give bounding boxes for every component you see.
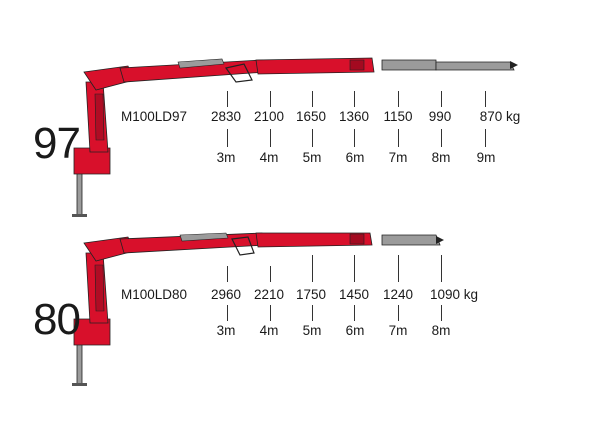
distance-7m: 7m — [388, 323, 408, 338]
load-5m: 1750 — [295, 287, 327, 302]
tick-lower-6m — [354, 129, 355, 147]
boom-tip — [436, 236, 444, 244]
boom-tip — [510, 61, 518, 69]
tick-7m — [398, 255, 399, 282]
tick-8m — [441, 255, 442, 282]
extension-1 — [381, 234, 441, 246]
tick-lower-5m — [312, 305, 313, 321]
load-6m: 1450 — [338, 287, 370, 302]
distance-8m: 8m — [431, 323, 451, 338]
tick-lower-4m — [270, 305, 271, 321]
tick-4m — [270, 266, 271, 282]
tick-lower-8m — [441, 129, 442, 147]
load-6m: 1360 — [338, 109, 370, 124]
support-foot — [72, 214, 87, 217]
tick-lower-4m — [270, 129, 271, 147]
distance-4m: 4m — [259, 150, 279, 165]
tick-3m — [227, 91, 228, 107]
load-7m: 1150 — [383, 109, 413, 124]
distance-3m: 3m — [216, 323, 236, 338]
crane-panel-97: 97 M100LD97 2830 2100 1650 1360 1150 990… — [0, 48, 600, 238]
tick-lower-3m — [227, 305, 228, 321]
support-leg — [76, 167, 83, 217]
distance-6m: 6m — [345, 323, 365, 338]
distance-7m: 7m — [388, 150, 408, 165]
crane-panel-80: 80 M100LD80 2960 2210 1750 1450 1240 109… — [0, 225, 600, 415]
distance-9m: 9m — [476, 150, 496, 165]
load-5m: 1650 — [295, 109, 327, 124]
outer-boom-end — [349, 59, 365, 71]
column-cylinder — [94, 264, 105, 312]
tick-6m — [354, 91, 355, 107]
tick-lower-6m — [354, 305, 355, 321]
outer-boom-end — [349, 233, 365, 245]
load-7m: 1240 — [382, 287, 414, 302]
support-foot — [72, 383, 87, 386]
column-cylinder — [94, 93, 105, 141]
distance-8m: 8m — [431, 150, 451, 165]
model-name: M100LD80 — [121, 287, 188, 302]
crane-illustration-97 — [72, 57, 518, 217]
tick-5m — [312, 91, 313, 107]
tick-6m — [354, 255, 355, 282]
boom-linkage — [231, 236, 255, 256]
distance-4m: 4m — [259, 323, 279, 338]
extension-1 — [381, 59, 437, 71]
load-9m: 870 kg — [479, 109, 521, 124]
load-8m: 1090 kg — [429, 287, 479, 302]
tick-7m — [398, 91, 399, 107]
tick-lower-9m — [485, 129, 486, 147]
load-3m: 2960 — [210, 287, 242, 302]
crane-illustration-80 — [72, 232, 444, 386]
tick-4m — [270, 91, 271, 107]
distance-5m: 5m — [302, 150, 322, 165]
load-4m: 2210 — [253, 287, 285, 302]
outer-boom — [255, 232, 373, 248]
distance-5m: 5m — [302, 323, 322, 338]
tick-lower-7m — [398, 129, 399, 147]
tick-lower-7m — [398, 305, 399, 321]
tick-lower-8m — [441, 305, 442, 321]
outer-boom — [255, 57, 375, 75]
distance-3m: 3m — [216, 150, 236, 165]
model-name: M100LD97 — [121, 109, 188, 124]
tick-8m — [441, 91, 442, 107]
boom-linkage — [224, 63, 253, 83]
tick-lower-3m — [227, 129, 228, 147]
distance-6m: 6m — [345, 150, 365, 165]
load-3m: 2830 — [210, 109, 242, 124]
load-8m: 990 — [428, 109, 452, 124]
model-number: 80 — [33, 295, 81, 344]
model-number: 97 — [33, 119, 81, 168]
extension-2 — [435, 61, 515, 71]
load-4m: 2100 — [253, 109, 285, 124]
main-cylinder — [179, 232, 229, 242]
tick-5m — [312, 255, 313, 282]
tick-9m — [485, 91, 486, 107]
main-cylinder — [177, 58, 225, 69]
tick-lower-5m — [312, 129, 313, 147]
tick-3m — [227, 266, 228, 282]
